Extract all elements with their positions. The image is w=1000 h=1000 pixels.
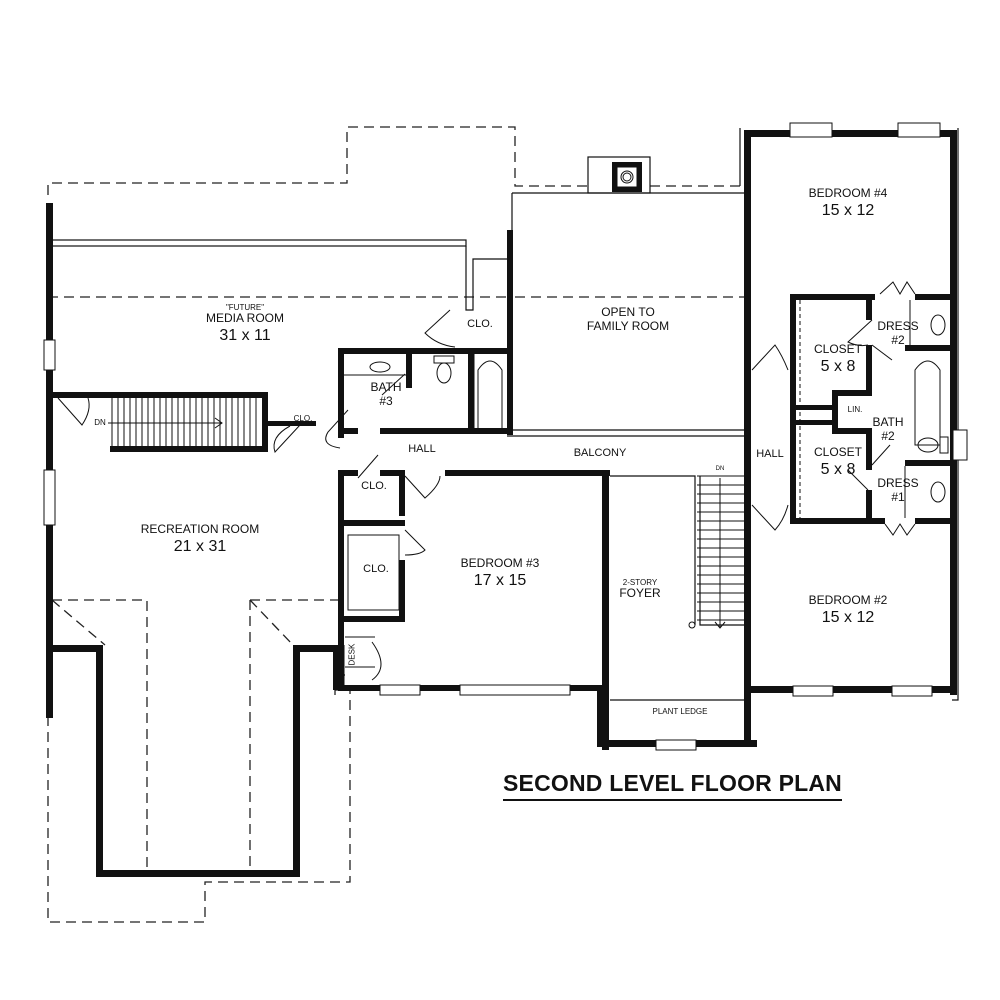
bath3-line2: #3	[379, 393, 393, 408]
room-foyer: 2-STORY FOYER	[615, 578, 665, 601]
bedroom3-name: BEDROOM #3	[460, 556, 540, 570]
room-bath2: BATH #2	[868, 415, 908, 444]
stairs	[108, 398, 744, 629]
room-recreation: RECREATION ROOM 21 x 31	[130, 522, 270, 556]
label-clo-bed3: CLO.	[363, 563, 389, 575]
media-dim: 31 x 11	[219, 326, 271, 344]
media-note: "FUTURE"	[225, 303, 265, 312]
bedroom2-name: BEDROOM #2	[808, 593, 888, 607]
room-media: "FUTURE" MEDIA ROOM 31 x 11	[195, 303, 295, 345]
bath2-line2: #2	[881, 428, 895, 443]
label-desk: DESK	[347, 643, 357, 666]
bedroom3-dim: 17 x 15	[473, 571, 527, 589]
open-line2: FAMILY ROOM	[586, 318, 670, 333]
room-dress1: DRESS #1	[873, 476, 923, 505]
windows	[43, 122, 968, 751]
bedroom4-dim: 15 x 12	[821, 201, 875, 219]
bath3-line1: BATH	[370, 380, 402, 394]
room-closet-upper: CLOSET 5 x 8	[808, 342, 868, 376]
dress1-line2: #1	[891, 489, 905, 504]
label-hall-right: HALL	[756, 448, 784, 460]
open-line1: OPEN TO	[601, 305, 655, 319]
recreation-name: RECREATION ROOM	[140, 522, 260, 536]
room-linen: LIN.	[847, 405, 863, 414]
room-closet-lower: CLOSET 5 x 8	[808, 445, 868, 479]
room-bedroom2: BEDROOM #2 15 x 12	[803, 593, 893, 627]
plan-title: SECOND LEVEL FLOOR PLAN	[503, 770, 842, 801]
door-swings	[57, 281, 916, 556]
dress2-line2: #2	[891, 332, 905, 347]
closet-upper-dim: 5 x 8	[820, 357, 856, 375]
closet-lower-dim: 5 x 8	[820, 460, 856, 478]
label-stair-dn-right: DN	[715, 466, 725, 472]
fixtures	[343, 300, 949, 685]
label-stair-dn-left: DN	[94, 418, 106, 427]
label-clo-media: CLO.	[467, 318, 493, 330]
label-balcony: BALCONY	[573, 447, 627, 459]
room-bedroom4: BEDROOM #4 15 x 12	[803, 186, 893, 220]
room-bedroom3: BEDROOM #3 17 x 15	[455, 556, 545, 590]
foyer-line2: FOYER	[619, 586, 661, 601]
bath2-line1: BATH	[872, 415, 904, 429]
bedroom2-dim: 15 x 12	[821, 608, 875, 626]
recreation-dim: 21 x 31	[173, 537, 227, 555]
room-dress2: DRESS #2	[873, 319, 923, 348]
dress2-line1: DRESS	[877, 319, 919, 333]
label-clo-hall: CLO.	[361, 480, 387, 492]
foyer-line1: 2-STORY	[622, 578, 658, 587]
closet-lower-name: CLOSET	[813, 445, 862, 459]
label-clo-stair: CLO.	[293, 414, 313, 423]
room-open-family: OPEN TO FAMILY ROOM	[568, 305, 688, 334]
room-bath3: BATH #3	[366, 380, 406, 409]
dress1-line1: DRESS	[877, 476, 919, 490]
fireplace	[616, 166, 638, 188]
media-name: MEDIA ROOM	[205, 311, 284, 326]
label-hall-left: HALL	[408, 443, 436, 455]
bedroom4-name: BEDROOM #4	[808, 186, 888, 200]
walls	[46, 130, 957, 877]
label-plant-ledge: PLANT LEDGE	[652, 707, 708, 716]
closet-upper-name: CLOSET	[813, 342, 862, 356]
roof-outline-dashed	[47, 126, 745, 923]
